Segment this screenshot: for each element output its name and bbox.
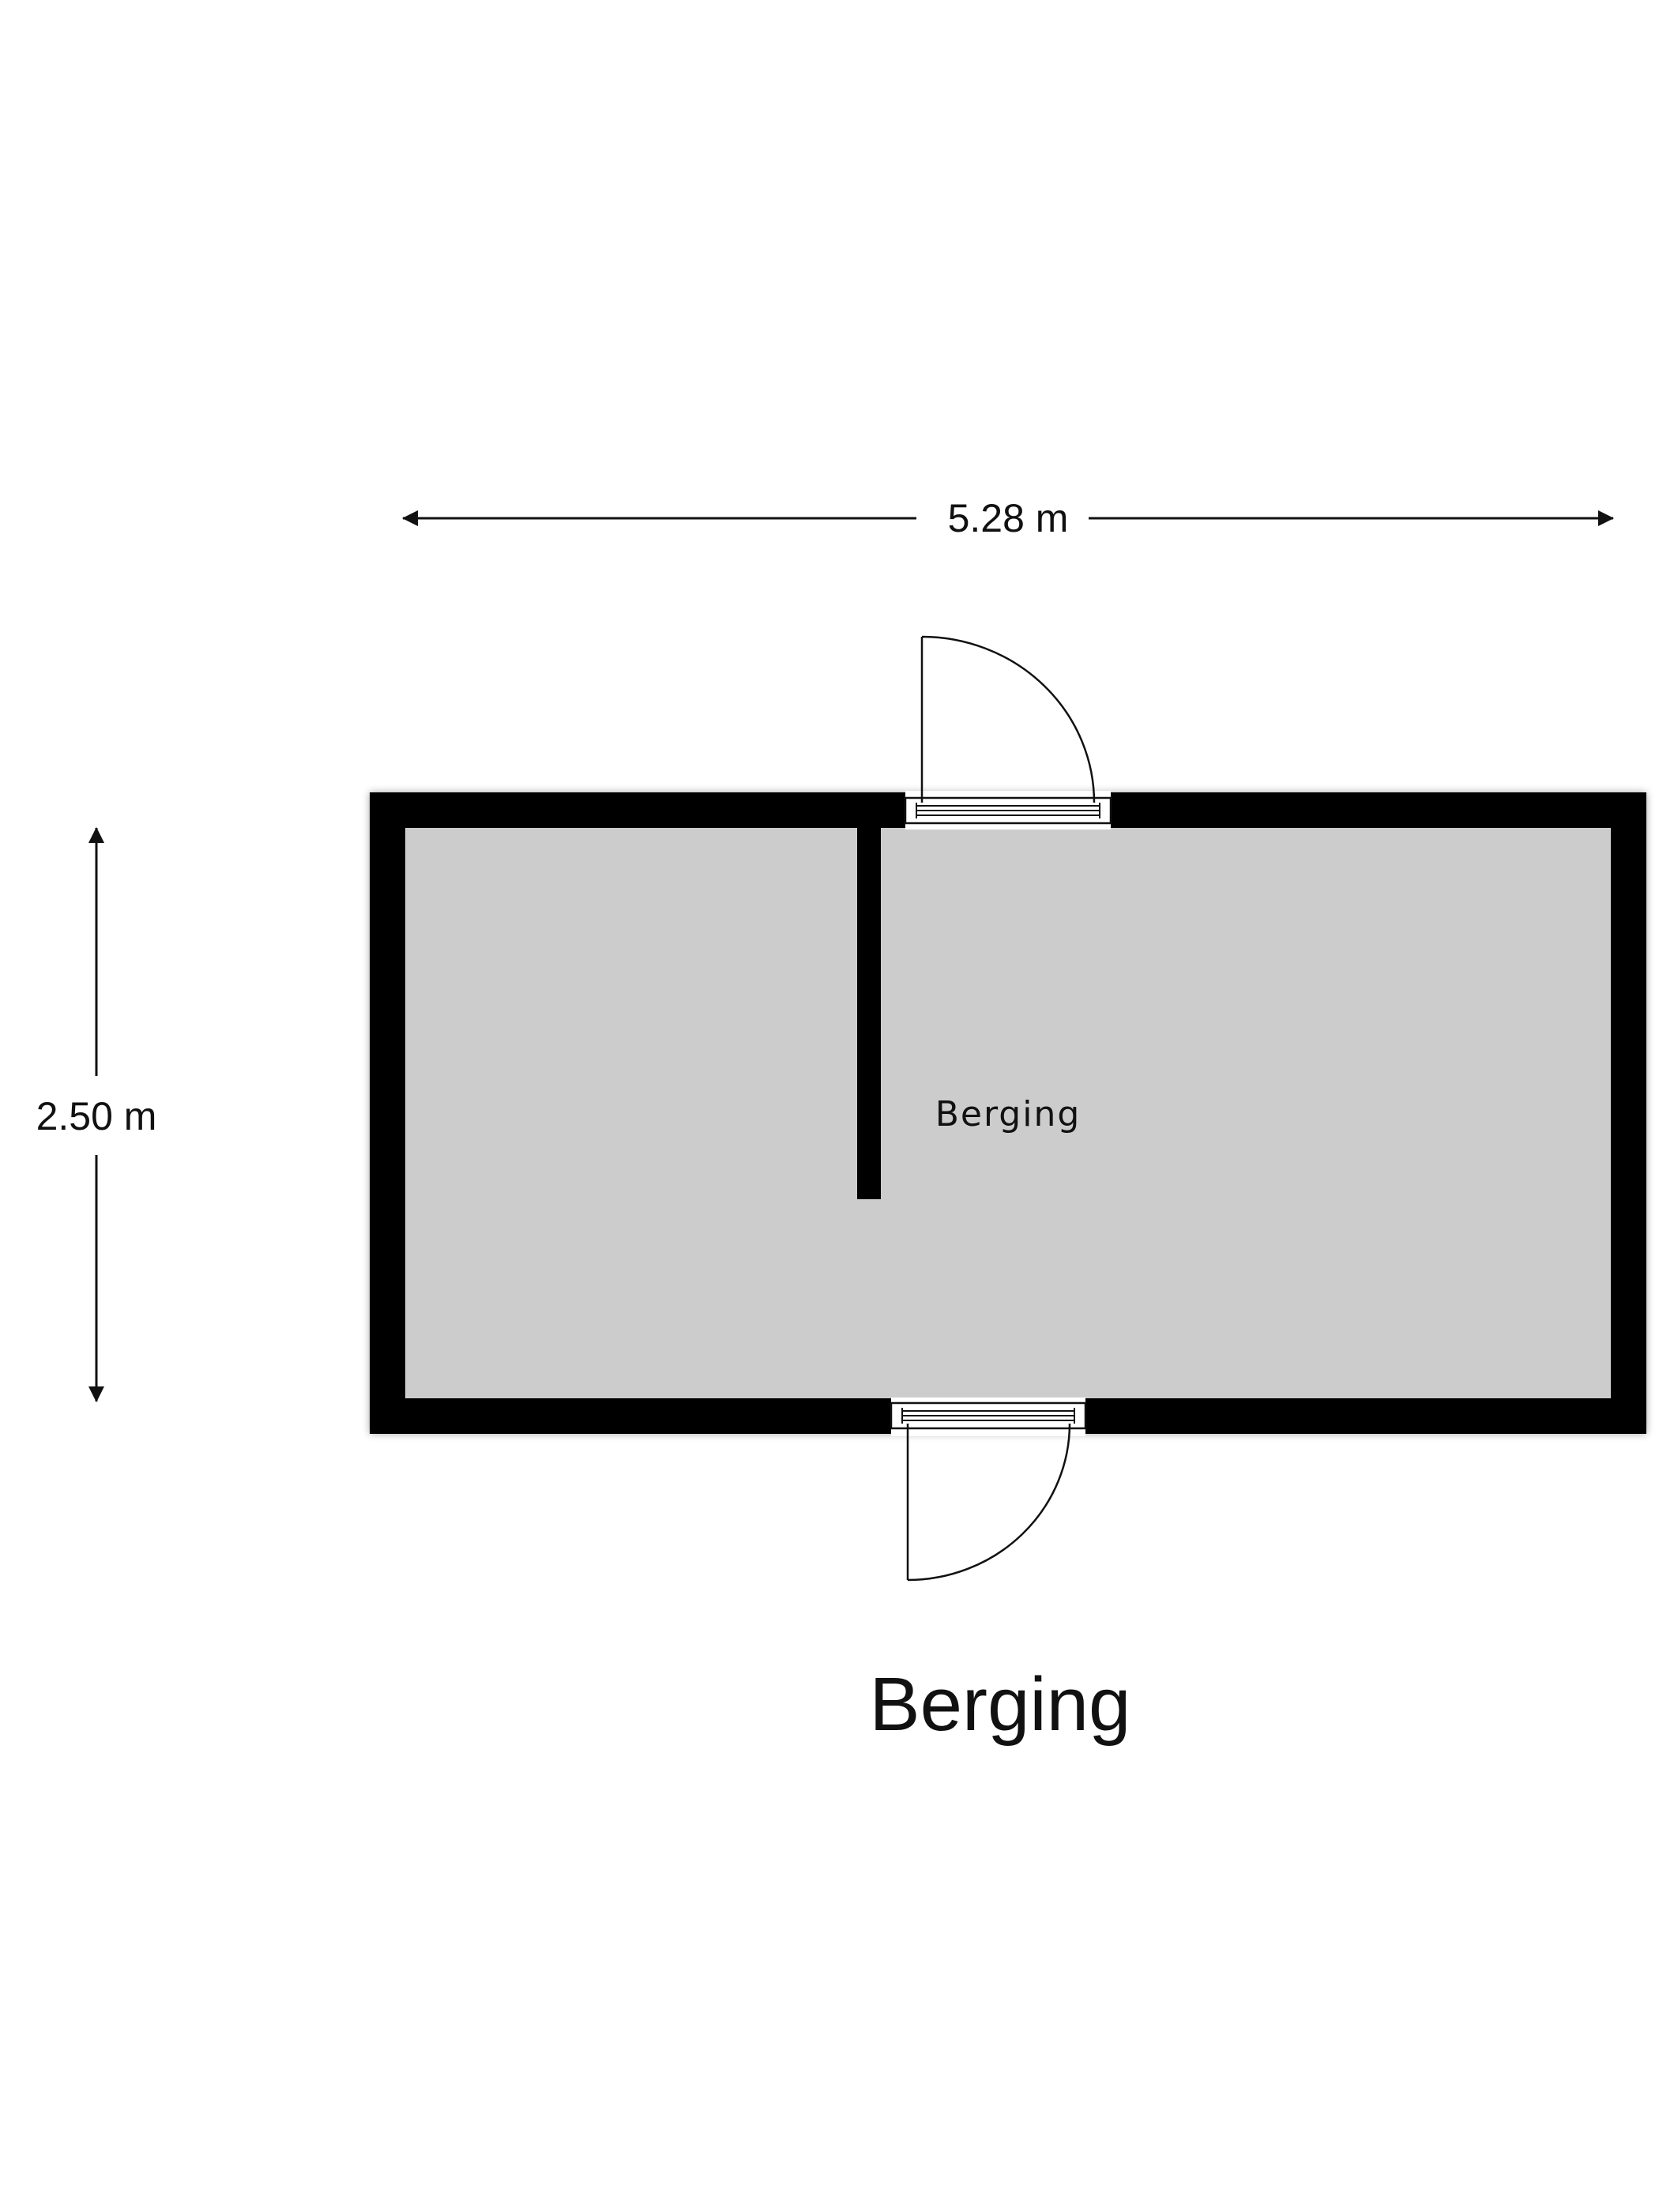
top-door <box>904 635 1112 830</box>
height-dimension: 2.50 m <box>36 827 157 1402</box>
room-label: Berging <box>935 1094 1082 1134</box>
width-dimension: 5.28 m <box>402 496 1614 540</box>
width-dimension-label: 5.28 m <box>948 496 1069 540</box>
bottom-door-swing-arc <box>907 1423 1071 1582</box>
partition-wall <box>857 822 881 1199</box>
room-floor <box>405 828 1611 1398</box>
height-dimension-label: 2.50 m <box>36 1094 157 1138</box>
plan-title: Berging <box>870 1662 1131 1747</box>
bottom-door <box>890 1398 1087 1582</box>
top-door-swing-arc <box>921 635 1096 803</box>
